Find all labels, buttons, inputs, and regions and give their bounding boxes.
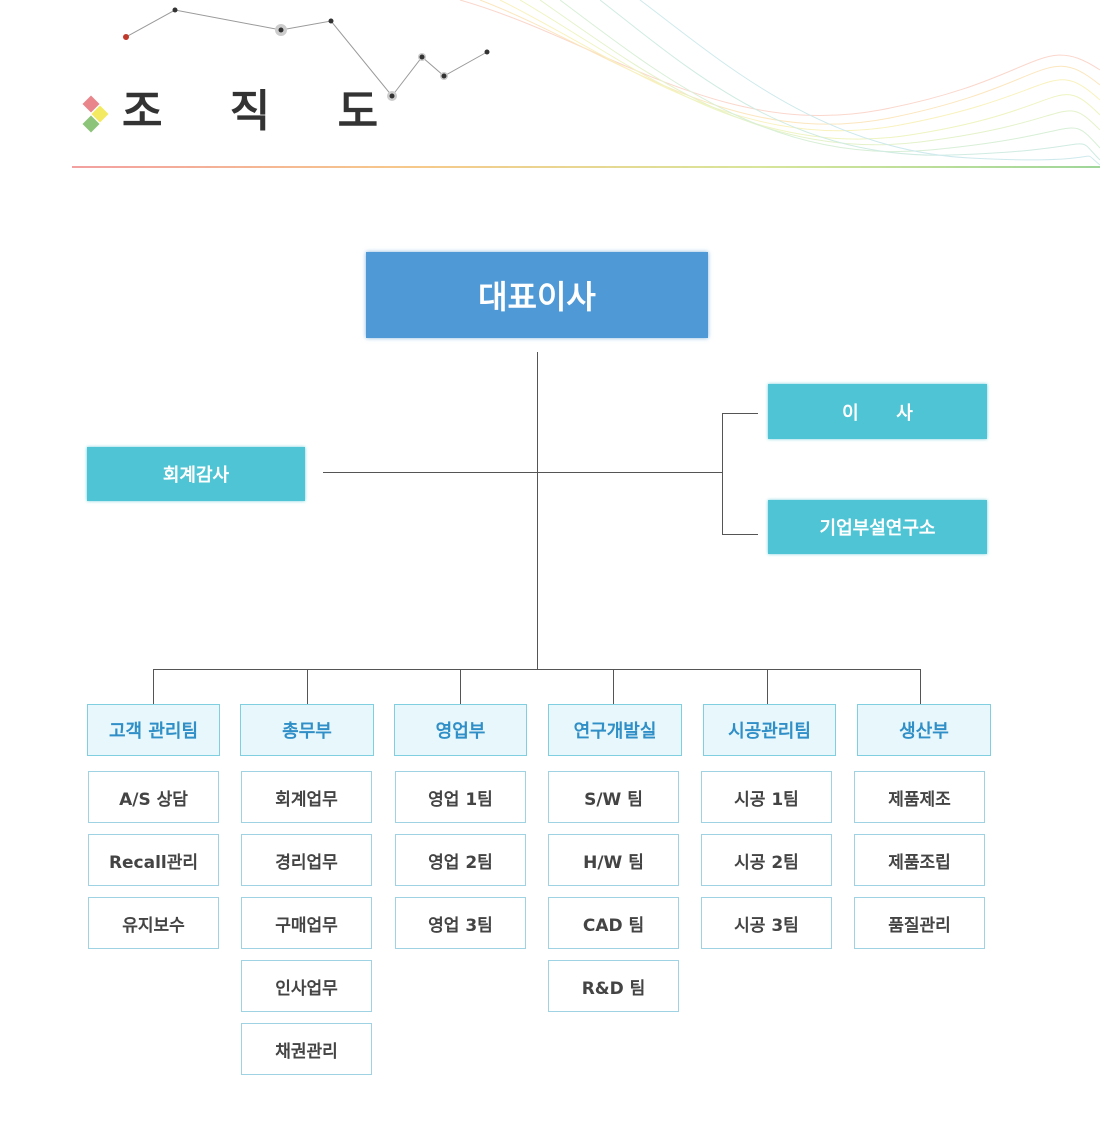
team-box: 시공 3팀: [701, 897, 832, 949]
team-box: 영업 1팀: [395, 771, 526, 823]
team-box: 회계업무: [241, 771, 372, 823]
diamond-bullet-icon: [82, 95, 109, 133]
ceo-box: 대표이사: [366, 252, 708, 338]
team-box: S/W 팀: [548, 771, 679, 823]
connector-research-lab: [722, 534, 758, 535]
title-divider: [72, 166, 1100, 168]
team-box: 영업 2팀: [395, 834, 526, 886]
connector-right-vertical: [722, 413, 723, 534]
connector-auditor: [323, 472, 723, 473]
team-box: 유지보수: [88, 897, 219, 949]
team-box: CAD 팀: [548, 897, 679, 949]
team-box: 제품제조: [854, 771, 985, 823]
side-box-director: 이 사: [768, 384, 987, 439]
department-rnd: 연구개발실: [548, 704, 682, 756]
team-box: 채권관리: [241, 1023, 372, 1075]
header-decoration: [82, 0, 1100, 166]
connector-departments-bus: [153, 669, 921, 670]
team-box: 품질관리: [854, 897, 985, 949]
connector-director: [722, 413, 758, 414]
connector-dept-3: [460, 669, 461, 704]
department-general-affairs: 총무부: [240, 704, 374, 756]
page-title: 조 직 도: [122, 86, 405, 137]
team-box: 제품조립: [854, 834, 985, 886]
side-box-director-label: 이 사: [842, 402, 913, 424]
connector-dept-5: [767, 669, 768, 704]
team-box: H/W 팀: [548, 834, 679, 886]
team-box: 시공 1팀: [701, 771, 832, 823]
department-sales: 영업부: [394, 704, 527, 756]
team-box: 인사업무: [241, 960, 372, 1012]
connector-ceo-trunk: [537, 352, 538, 670]
team-box: 경리업무: [241, 834, 372, 886]
team-box: 구매업무: [241, 897, 372, 949]
department-customer-care: 고객 관리팀: [87, 704, 220, 756]
connector-dept-2: [307, 669, 308, 704]
connector-dept-1: [153, 669, 154, 704]
team-box: Recall관리: [88, 834, 219, 886]
team-box: 영업 3팀: [395, 897, 526, 949]
department-construction: 시공관리팀: [703, 704, 836, 756]
department-production: 생산부: [857, 704, 991, 756]
team-box: 시공 2팀: [701, 834, 832, 886]
team-box: A/S 상담: [88, 771, 219, 823]
connector-dept-4: [613, 669, 614, 704]
connector-dept-6: [920, 669, 921, 704]
side-box-research-lab: 기업부설연구소: [768, 500, 987, 554]
line-graph-decoration: [123, 7, 490, 101]
wave-ribbon-decoration: [459, 0, 1100, 166]
side-box-auditor: 회계감사: [87, 447, 305, 501]
team-box: R&D 팀: [548, 960, 679, 1012]
